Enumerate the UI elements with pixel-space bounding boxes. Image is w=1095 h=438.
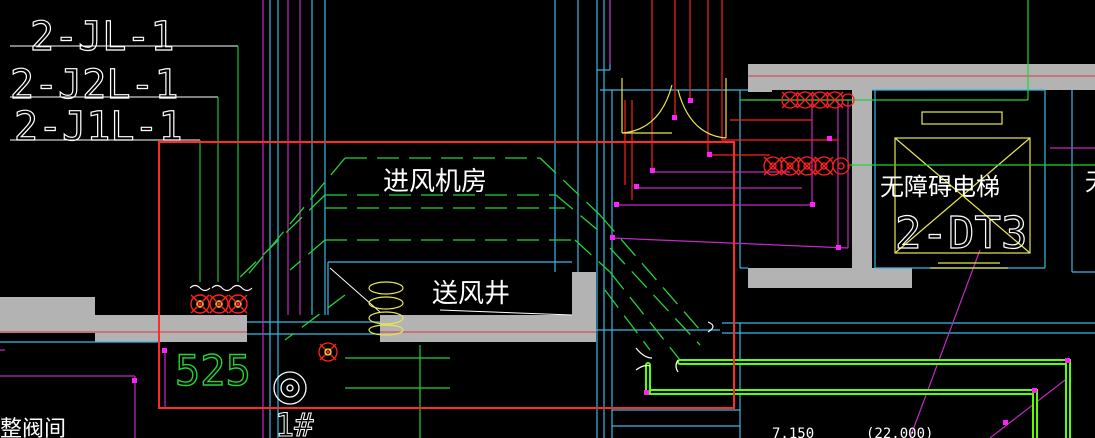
pipe-wave-marks [189, 284, 253, 292]
wall-left [0, 297, 95, 333]
valve-cluster-upper-right [781, 91, 855, 109]
node-markers [132, 98, 1070, 425]
valve-cluster-middle-right [763, 156, 850, 176]
stair-mark: 1# [275, 406, 314, 438]
wall-center [380, 315, 596, 342]
highlight-box[interactable] [158, 141, 735, 409]
wall-top-right [748, 64, 1095, 90]
wall-top-right-corner [748, 64, 772, 92]
walls [0, 64, 1095, 342]
elevation-value-parenthesized: (22.000) [866, 426, 933, 438]
elevator-label: 无障碍电梯 [880, 173, 1000, 201]
shaft-diagonal [329, 267, 573, 316]
pipe-leaders [10, 45, 239, 282]
elevation-value: 7.150 [772, 426, 814, 438]
text-labels: 2-JL-1 2-J2L-1 2-J1L-1 进风机房 送风井 无障碍电梯 2-… [0, 13, 1095, 438]
floor-drain-symbol [273, 371, 307, 405]
elevator-id: 2-DT3 [895, 208, 1027, 259]
wall-center-post [572, 272, 596, 342]
shaft-coil-symbol [368, 281, 404, 336]
green-lines [345, 0, 1095, 438]
door-swing [621, 78, 727, 139]
pipe-label-2-j1l-1: 2-J1L-1 [14, 104, 183, 150]
room-label-partial: 整阀间 [0, 417, 66, 438]
dashed-ducts [234, 157, 701, 361]
pipe-bends [635, 321, 714, 373]
room-label-air-intake: 进风机房 [383, 167, 487, 197]
elevator-car [894, 111, 1031, 269]
pipe-label-2-j2l-1: 2-J2L-1 [10, 62, 179, 108]
wall-left-lower [95, 315, 247, 342]
wall-bottom-right [748, 268, 912, 288]
pipe-label-2-jl-1: 2-JL-1 [30, 14, 175, 60]
room-number: 525 [175, 346, 251, 395]
single-valve [318, 342, 338, 362]
edge-label-partial: 无 [1085, 168, 1095, 196]
wall-column [852, 64, 872, 288]
room-label-supply-shaft: 送风井 [432, 279, 510, 309]
wall-centerlines [0, 75, 1095, 333]
valve-cluster-left [190, 294, 248, 314]
